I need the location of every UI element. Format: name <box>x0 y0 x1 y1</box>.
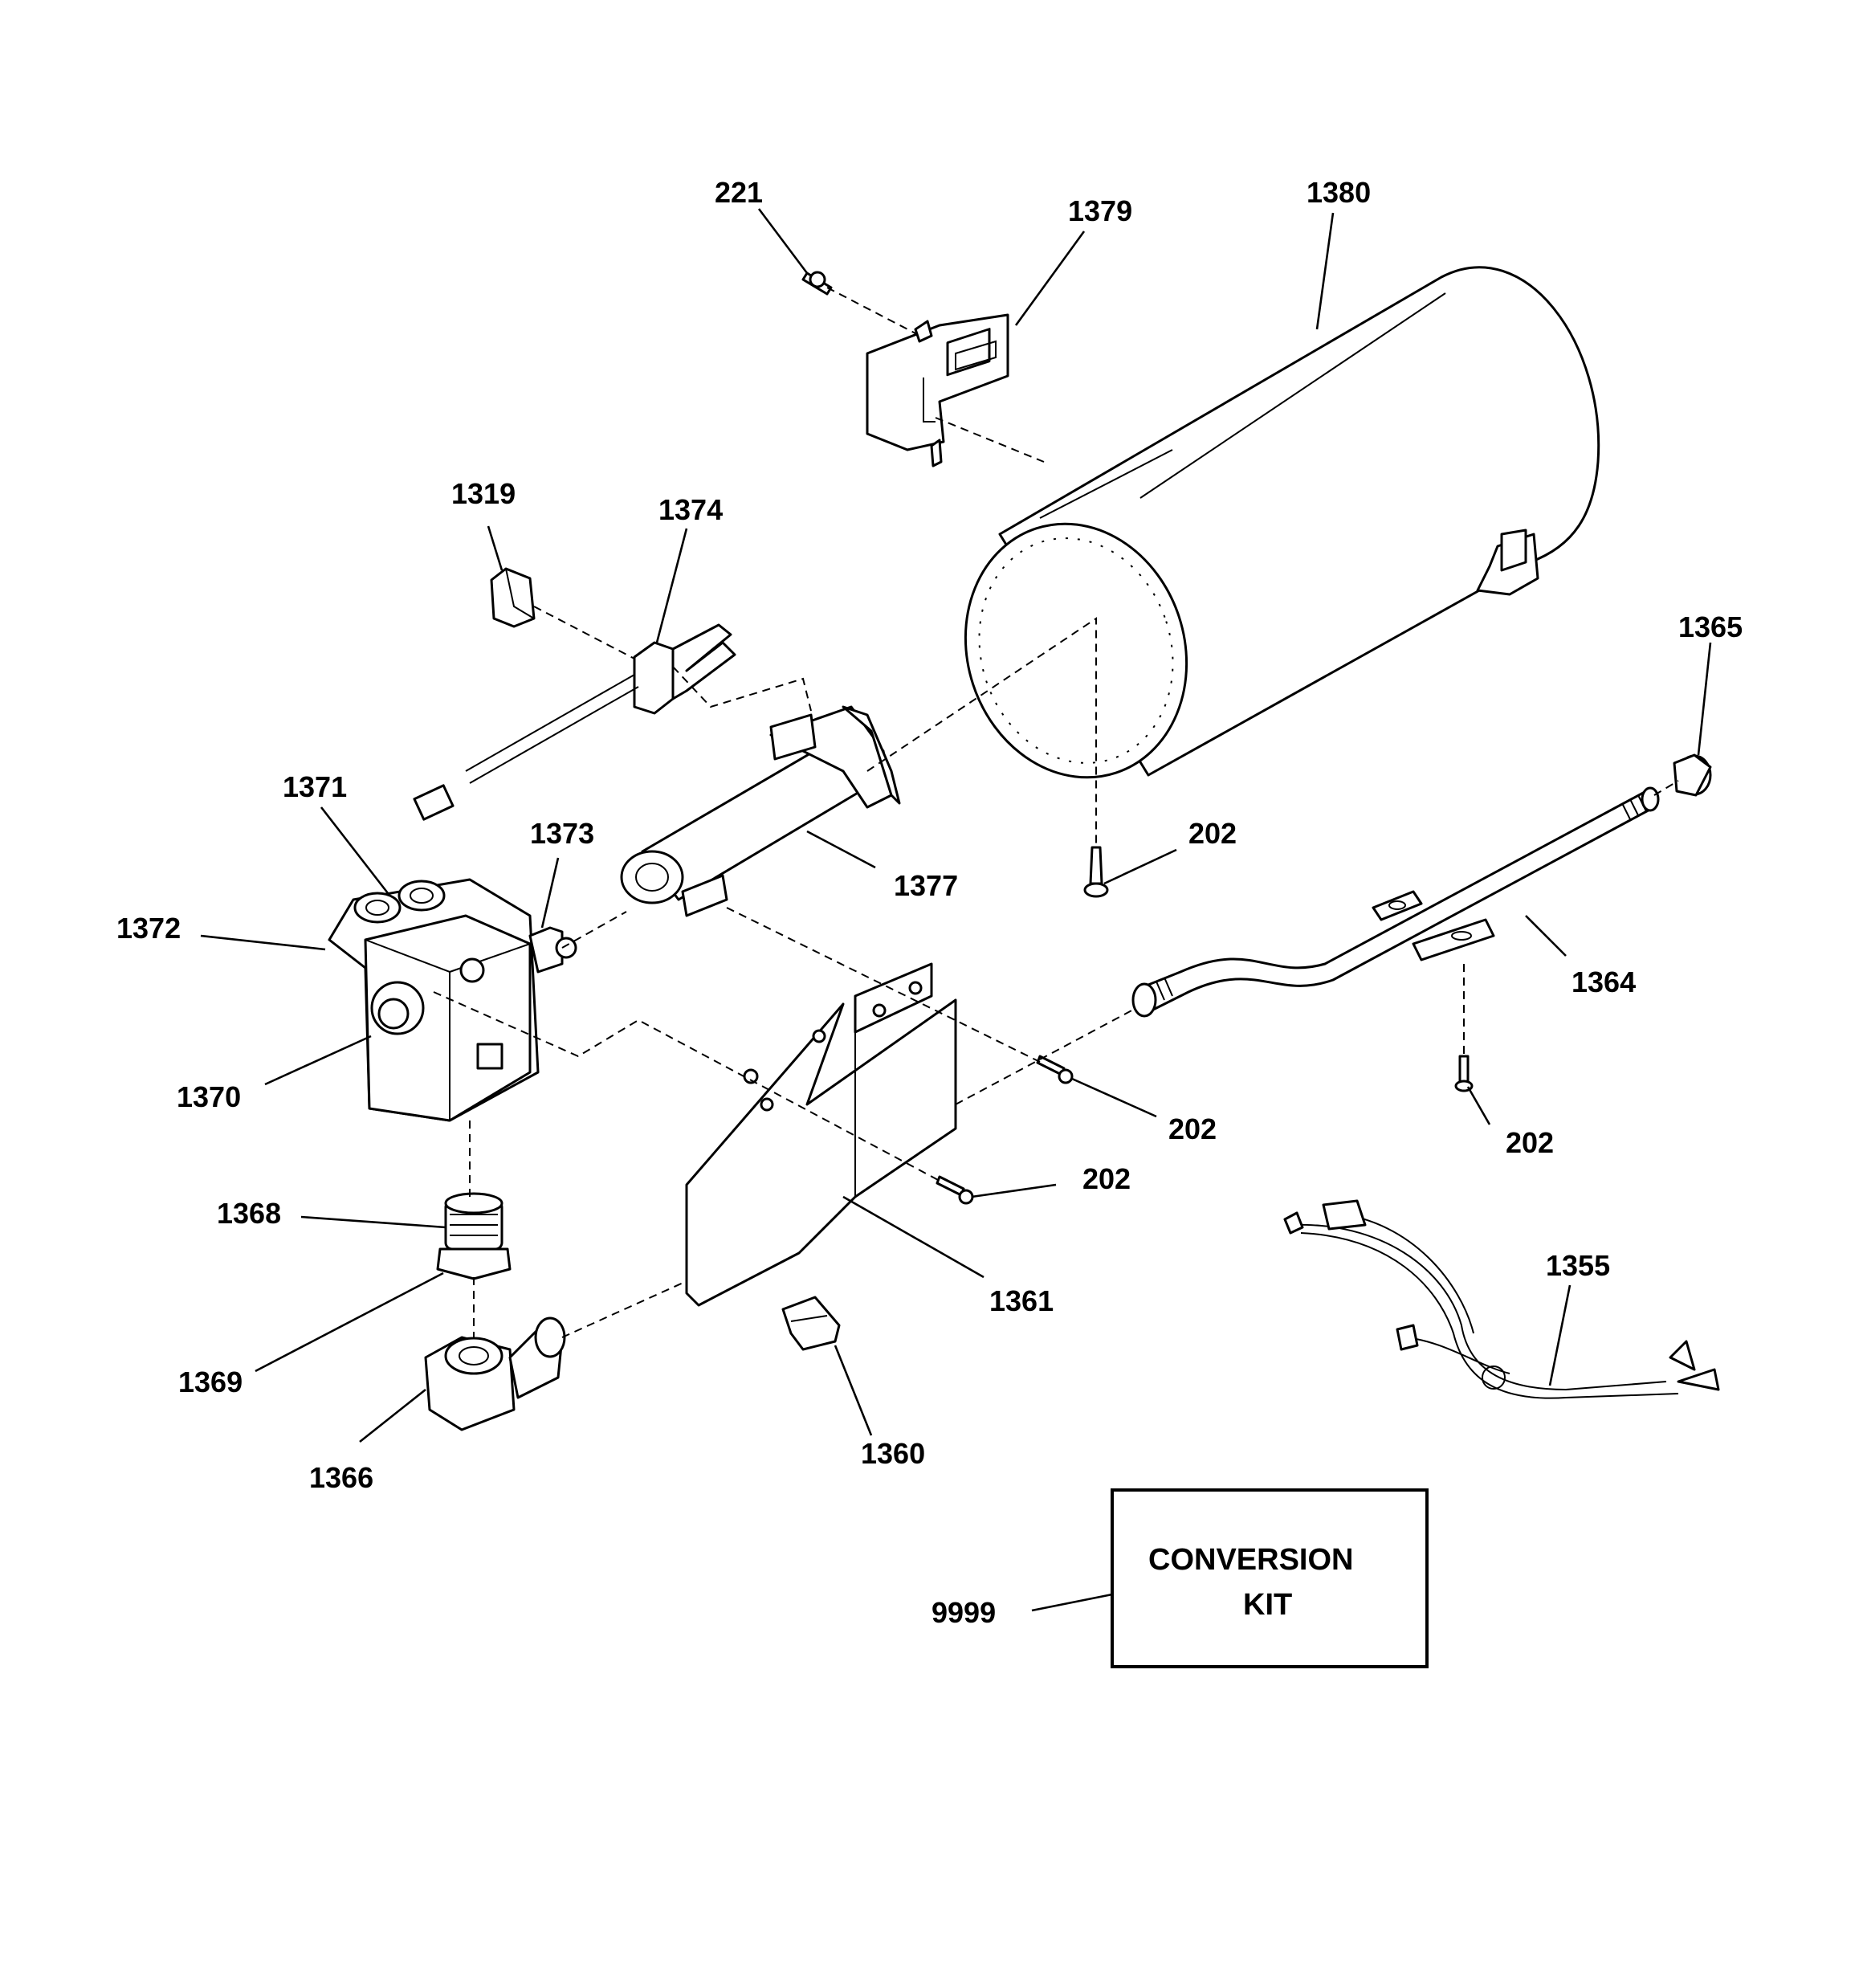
callouts: 221 1379 1380 1319 1374 1365 1371 1373 1… <box>116 176 1743 1629</box>
drum-1380 <box>964 266 1600 779</box>
callout-9999: 9999 <box>932 1596 996 1629</box>
pipe-1364 <box>1131 786 1660 1018</box>
screw-221 <box>801 271 833 296</box>
callout-1371: 1371 <box>283 770 347 803</box>
screw-202-lower <box>936 1175 974 1205</box>
sensor-1379 <box>866 313 1009 467</box>
callout-1370: 1370 <box>177 1080 241 1113</box>
callout-202-drum: 202 <box>1188 817 1237 850</box>
kit-line-1: CONVERSION <box>1148 1543 1353 1577</box>
callout-221: 221 <box>715 176 763 209</box>
screw-202-drum <box>1083 846 1109 898</box>
callout-1373: 1373 <box>530 817 594 850</box>
harness-1355 <box>1283 1199 1720 1399</box>
callout-1366: 1366 <box>309 1461 373 1494</box>
clip-1360 <box>781 1296 841 1351</box>
callout-202-pipe: 202 <box>1506 1126 1554 1159</box>
cap-1365 <box>1673 753 1712 797</box>
callout-1319: 1319 <box>451 477 516 510</box>
nut-1369 <box>436 1247 512 1280</box>
callout-202-shield: 202 <box>1168 1112 1217 1145</box>
clip-1319 <box>490 567 536 628</box>
callout-202-lower: 202 <box>1082 1162 1131 1195</box>
callout-1355: 1355 <box>1546 1249 1610 1282</box>
igniter-1374 <box>413 623 736 821</box>
callout-1368: 1368 <box>217 1197 281 1230</box>
shield-1361 <box>685 962 957 1307</box>
callout-1361: 1361 <box>989 1284 1054 1317</box>
callout-1372: 1372 <box>116 912 181 945</box>
screw-202-pipe <box>1454 1055 1474 1092</box>
conversion-kit-box: CONVERSION KIT <box>1111 1488 1429 1668</box>
callout-1369: 1369 <box>178 1365 243 1398</box>
callout-1380: 1380 <box>1307 176 1371 209</box>
callout-1379: 1379 <box>1068 194 1132 227</box>
gas-valve-1370 <box>328 878 577 1122</box>
callout-1364: 1364 <box>1572 965 1636 998</box>
callout-1374: 1374 <box>658 493 723 526</box>
leader-lines <box>200 208 1712 1612</box>
fitting-1368 <box>444 1192 503 1251</box>
callout-1365: 1365 <box>1678 610 1743 643</box>
callout-1377: 1377 <box>894 869 958 902</box>
burner-1377 <box>620 705 901 917</box>
kit-line-2: KIT <box>1243 1588 1292 1622</box>
assembly-lines <box>433 287 1679 1338</box>
elbow-1366 <box>424 1316 566 1431</box>
callout-1360: 1360 <box>861 1437 925 1470</box>
screw-202-shield <box>1036 1055 1074 1084</box>
